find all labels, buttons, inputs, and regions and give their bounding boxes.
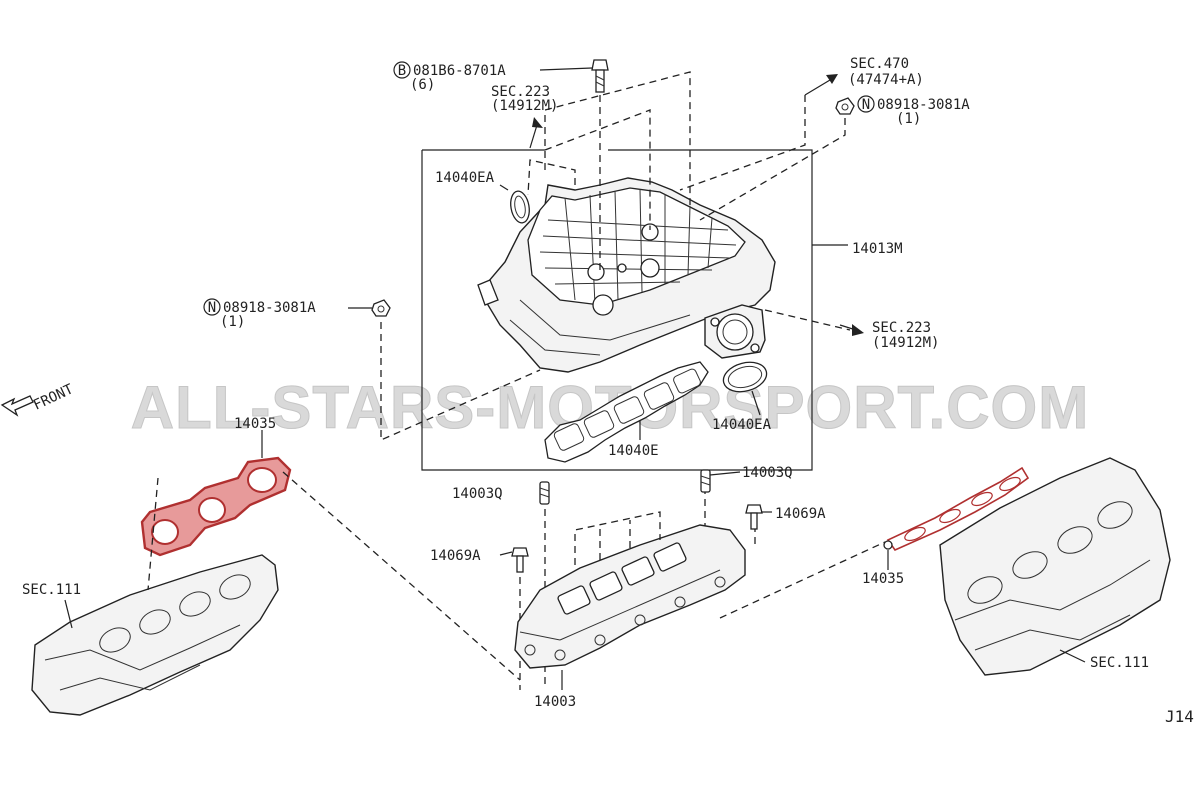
bolt-right-label: 14069A <box>775 506 826 522</box>
sec223-top-number: (14912M) <box>491 98 558 114</box>
nut-left-code-circle: N <box>208 300 216 316</box>
page-code: J14 <box>1165 707 1194 726</box>
arrow-sec223-right <box>839 324 864 336</box>
lower-manifold <box>514 511 746 669</box>
nut-left-callout: N 08918-3081A (1) <box>203 298 316 330</box>
sec111-left-label: SEC.111 <box>22 582 81 598</box>
nut-right-callout: N 08918-3081A (1) <box>857 95 970 127</box>
sec223-top-label: SEC.223 <box>491 84 550 100</box>
stud-left-label: 14003Q <box>452 486 503 502</box>
stud-right <box>700 469 711 493</box>
left-intake-gasket <box>140 456 292 557</box>
gasket-right-label: 14035 <box>862 571 904 587</box>
stud-right-label: 14003Q <box>742 465 793 481</box>
stud-left <box>539 481 550 505</box>
bolt-left-label: 14069A <box>430 548 481 564</box>
arrow-sec223-top <box>529 117 543 149</box>
front-arrow <box>0 395 34 417</box>
nut-right-code-circle: N <box>862 97 870 113</box>
collector-frame <box>421 149 813 471</box>
left-nut <box>371 299 391 317</box>
bolt-top-callout: B 081B6-8701A (6) <box>393 61 506 93</box>
sec223-right-label: SEC.223 <box>872 320 931 336</box>
bolt-top-code-circle: B <box>398 63 406 79</box>
throttle-gasket-ring <box>722 361 768 393</box>
nut-right-qty: (1) <box>896 111 921 127</box>
sec470-label: SEC.470 <box>850 56 909 72</box>
sec111-right-label: SEC.111 <box>1090 655 1149 671</box>
collector-label: 14013M <box>852 241 903 257</box>
collector-gasket <box>544 361 709 463</box>
bolt-top-part-number: 081B6-8701A <box>413 63 506 79</box>
right-cylinder-head <box>939 457 1171 676</box>
gasket-left-label: 14035 <box>234 416 276 432</box>
right-intake-gasket <box>883 466 1030 551</box>
front-label: FRONT <box>31 381 76 414</box>
top-bolt <box>591 59 609 93</box>
sec470-number: (47474+A) <box>848 72 924 88</box>
right-nut <box>835 97 855 115</box>
bolt-left <box>511 547 529 573</box>
nut-right-part-number: 08918-3081A <box>877 97 970 113</box>
gasket-throttle-label: 14040EA <box>712 417 772 433</box>
gasket-lower-label: 14040E <box>608 443 659 459</box>
upper-collector <box>477 177 776 373</box>
gasket-upper-left-label: 14040EA <box>435 170 495 186</box>
bolt-top-qty: (6) <box>410 77 435 93</box>
sec223-right-number: (14912M) <box>872 335 939 351</box>
arrow-sec470 <box>804 74 838 96</box>
nut-left-qty: (1) <box>220 314 245 330</box>
left-cylinder-head <box>31 554 279 716</box>
bolt-right <box>745 504 763 530</box>
nut-left-part-number: 08918-3081A <box>223 300 316 316</box>
lower-manifold-label: 14003 <box>534 694 576 710</box>
